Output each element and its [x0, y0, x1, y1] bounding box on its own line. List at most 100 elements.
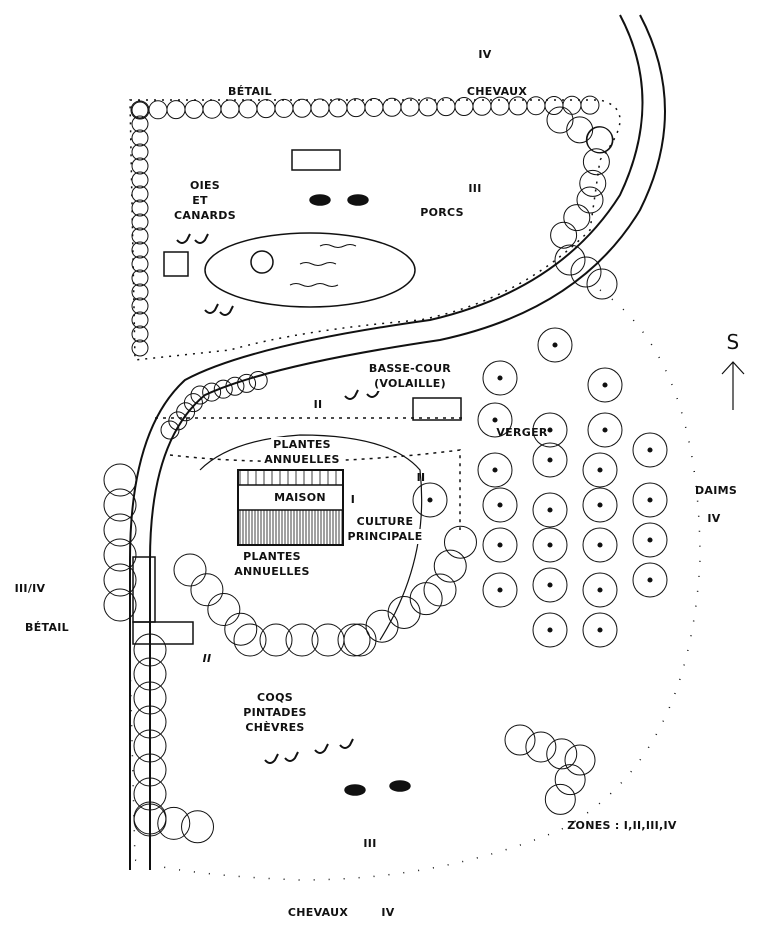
tree-icon [544, 96, 564, 116]
tree-trunk-dot [597, 627, 603, 633]
tree-trunk-dot [602, 427, 608, 433]
tree-icon [202, 99, 222, 119]
zones-legend: ZONES : I,II,III,IV [567, 819, 677, 832]
tree-icon [292, 98, 312, 118]
tree-icon [346, 98, 366, 118]
label-annuelles-north: ANNUELLES [262, 452, 342, 467]
tree-trunk-dot [597, 502, 603, 508]
tree-icon [328, 98, 348, 118]
tree-icon [582, 572, 618, 608]
tree-icon [213, 379, 233, 399]
tree-icon [131, 143, 149, 161]
tree-icon [131, 283, 149, 301]
goose-house [163, 251, 189, 277]
tree-icon [443, 525, 477, 559]
tree-icon [482, 487, 518, 523]
tree-icon [259, 623, 293, 657]
tree-icon [477, 452, 513, 488]
tree-trunk-dot [427, 497, 433, 503]
tree-icon [579, 169, 607, 197]
tree-icon [190, 385, 210, 405]
tree-icon [202, 382, 222, 402]
tree-icon [131, 227, 149, 245]
tree-icon [148, 100, 168, 120]
label-daims: DAIMS [694, 484, 738, 497]
tree-icon [131, 339, 149, 357]
pond [204, 232, 416, 308]
tree-trunk-dot [647, 577, 653, 583]
tree-trunk-dot [647, 447, 653, 453]
label-betail-left: BÉTAIL [25, 621, 69, 634]
tree-trunk-dot [597, 467, 603, 473]
label-chevaux-top: CHEVAUX [466, 85, 528, 98]
tree-icon [587, 412, 623, 448]
tree-icon [220, 99, 240, 119]
bird-icon [264, 753, 279, 764]
tree-trunk-dot [492, 417, 498, 423]
tree-icon [387, 595, 421, 629]
tree-icon [238, 99, 258, 119]
tree-icon [337, 623, 371, 657]
tree-icon [526, 96, 546, 116]
label-culture: CULTURE [354, 514, 416, 529]
tree-icon [103, 463, 137, 497]
label-betail-top: BÉTAIL [228, 85, 272, 98]
tree-icon [103, 538, 137, 572]
poultry-house [412, 397, 462, 421]
label-coqs: COQS [257, 691, 293, 704]
tree-icon [566, 116, 594, 144]
bird-icon [176, 233, 191, 244]
label-plantes-south: PLANTES [241, 549, 303, 564]
bird-icon [219, 305, 234, 316]
tree-trunk-dot [497, 587, 503, 593]
tree-icon [433, 549, 467, 583]
tree-icon [586, 268, 618, 300]
label-oies: OIES [189, 179, 221, 192]
tree-icon [133, 753, 167, 787]
tree-icon [343, 623, 377, 657]
garden-path [199, 434, 423, 641]
tree-icon [532, 442, 568, 478]
tree-icon [570, 256, 602, 288]
tree-icon [311, 623, 345, 657]
tree-icon [472, 96, 492, 116]
tree-icon [544, 783, 576, 815]
label-porcs: PORCS [420, 206, 464, 219]
tree-icon [532, 412, 568, 448]
tree-icon [103, 588, 137, 622]
zone-label-iii-iv-left: III/IV [14, 582, 46, 595]
tree-trunk-dot [547, 457, 553, 463]
tree-icon [166, 100, 186, 120]
tree-icon [274, 98, 294, 118]
tree-icon [576, 186, 604, 214]
tree-icon [207, 592, 241, 626]
tree-icon [133, 729, 167, 763]
animal-icon [344, 784, 366, 796]
animal-icon [309, 194, 331, 206]
pond-island [250, 250, 274, 274]
tree-trunk-dot [597, 587, 603, 593]
label-plantes-north: PLANTES [271, 437, 333, 452]
tree-icon [477, 402, 513, 438]
tree-icon [632, 432, 668, 468]
tree-icon [546, 106, 574, 134]
tree-icon [554, 244, 586, 276]
tree-icon [131, 213, 149, 231]
label-annuelles-south: ANNUELLES [232, 564, 312, 579]
tree-icon [131, 255, 149, 273]
label-volaille: (VOLAILLE) [372, 376, 448, 391]
tree-icon [131, 311, 149, 329]
tree-icon [224, 612, 258, 646]
label-basse-cour: BASSE-COUR [366, 361, 454, 376]
tree-icon [582, 487, 618, 523]
tree-icon [580, 95, 600, 115]
zone-label-iii-bottom: III [363, 837, 377, 850]
tree-icon [237, 373, 257, 393]
tree-icon [564, 744, 596, 776]
label-chevaux-bottom: CHEVAUX [287, 906, 349, 919]
tree-icon [632, 562, 668, 598]
tree-icon [537, 327, 573, 363]
tree-trunk-dot [497, 502, 503, 508]
tree-icon [157, 806, 191, 840]
